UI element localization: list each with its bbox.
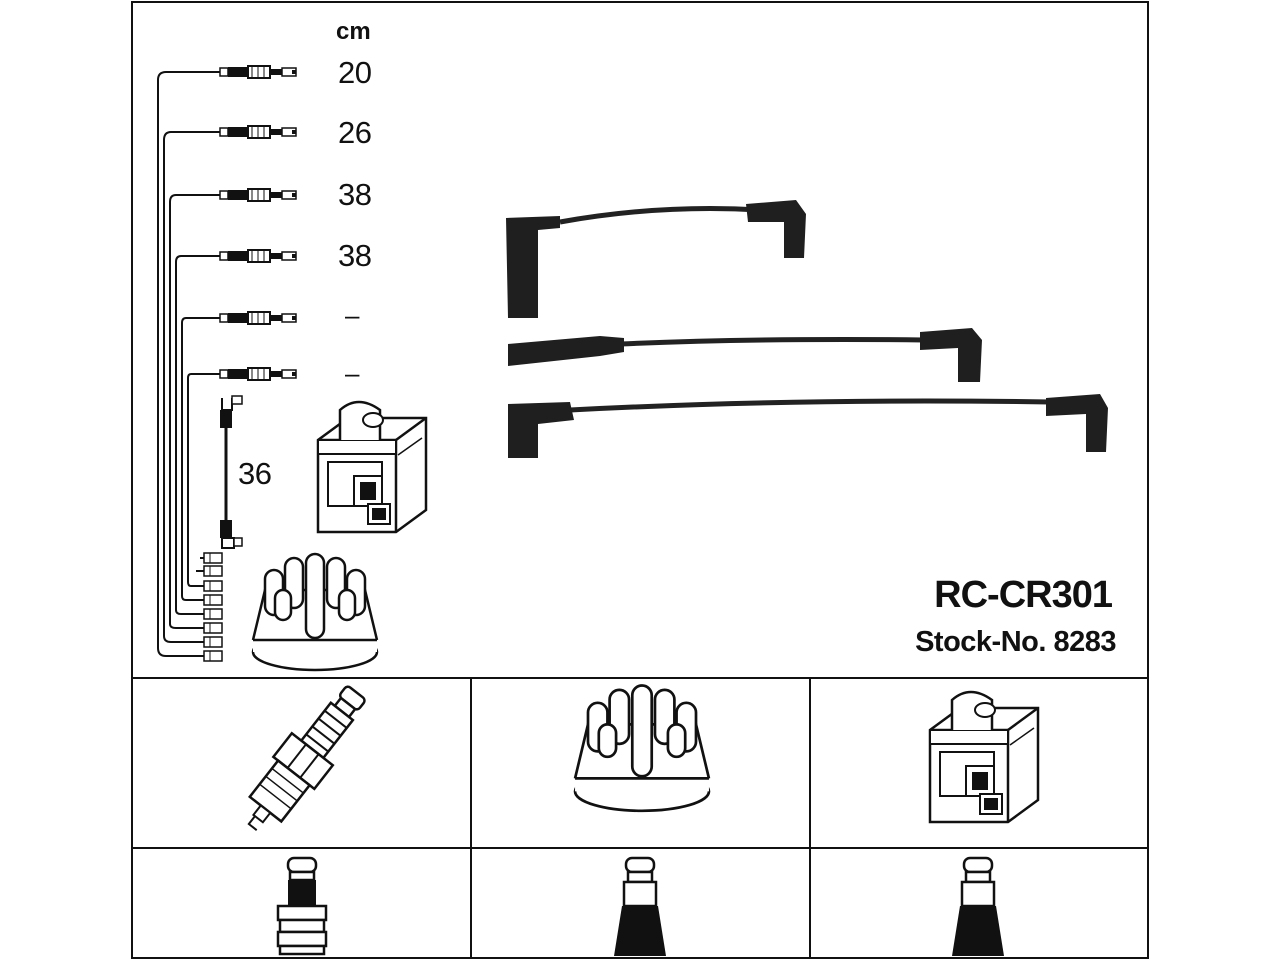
lead-length-2: 26 bbox=[338, 115, 372, 150]
plug-boot-icon bbox=[276, 856, 328, 956]
ignition-coil-icon bbox=[928, 690, 1040, 824]
distributor-cap-icon bbox=[573, 684, 711, 813]
spark-plug-icon bbox=[230, 675, 379, 844]
coil-lead-length: 36 bbox=[238, 456, 272, 491]
lead-length-5: – bbox=[345, 300, 360, 330]
lead-connectors bbox=[219, 65, 297, 381]
ignition-coil-icon bbox=[316, 400, 428, 534]
stock-number: Stock-No. 8283 bbox=[915, 626, 1116, 658]
lead-length-6: – bbox=[345, 358, 360, 388]
lead-length-4: 38 bbox=[338, 238, 372, 273]
coil-lead bbox=[220, 395, 243, 549]
model-number: RC-CR301 bbox=[934, 574, 1113, 616]
lead-length-3: 38 bbox=[338, 177, 372, 212]
lead-scheme bbox=[157, 71, 220, 657]
plug-boot-icon bbox=[950, 856, 1006, 958]
outer-frame bbox=[131, 1, 1149, 959]
unit-label: cm bbox=[336, 18, 371, 45]
lead-length-1: 20 bbox=[338, 55, 372, 90]
plug-boot-icon bbox=[612, 856, 668, 958]
terminal-blocks bbox=[203, 552, 223, 662]
cable-photo bbox=[506, 200, 1108, 458]
distributor-cap-icon bbox=[251, 552, 379, 672]
